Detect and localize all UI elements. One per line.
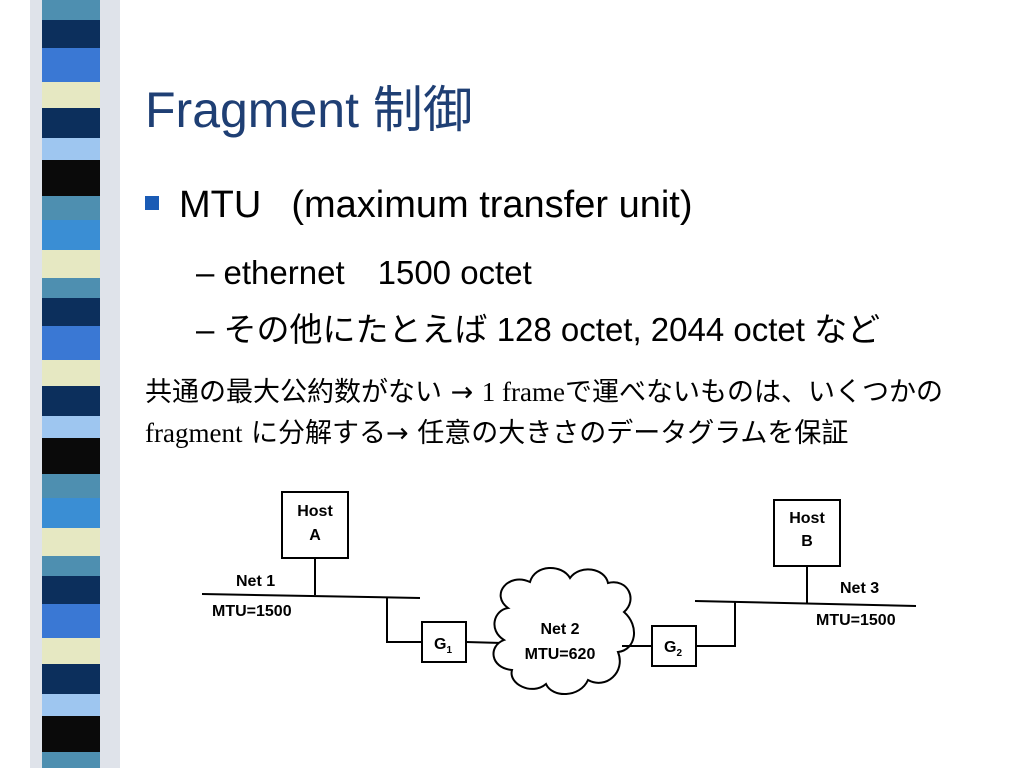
net2-mtu: MTU=620 [525,646,596,663]
stripe-block [42,326,100,360]
bullet-mtu-label: MTU [179,184,262,226]
note-part: で運べないものは、いくつかの [565,377,943,408]
stripe-block [42,196,100,220]
stripe-block [42,386,100,416]
g1-label: G1 [434,636,452,656]
stripe-block [42,360,100,386]
stripe-block [42,752,100,768]
stripe-block [42,48,100,82]
square-bullet-icon [145,195,159,210]
stripe-block [42,278,100,298]
host-b-box [773,499,841,567]
sub-bullet-text: その他にたとえば 128 octet, 2044 octet など [223,311,881,348]
stripe-block [42,498,100,528]
stripe-block [42,556,100,576]
net1-name: Net 1 [236,573,275,590]
slide-title: Fragment 制御 [145,82,473,138]
stripe-block [42,638,100,664]
sub-bullet-dash: – [196,311,215,348]
stripe-block [42,138,100,160]
net1-line [201,593,421,599]
net3-mtu: MTU=1500 [816,612,896,629]
net1-mtu: MTU=1500 [212,603,292,620]
host-a-label: A [309,527,321,544]
g2-label: G2 [664,639,682,659]
note-part: に分解する→ 任意の大きさのデータグラムを保証 [242,418,849,449]
network-diagram: Host A Host B Net 1 MTU=1500 Net 2 MTU=6… [201,491,917,695]
stripe-block [42,160,100,196]
stripe-block [42,82,100,108]
stripe-block [42,20,100,48]
stripe-block [42,438,100,474]
stripe-block [42,416,100,438]
note-part: 1 frame [481,377,565,407]
net3-line [694,600,917,607]
stripe-block [42,220,100,250]
bullet-mtu-expansion: (maximum transfer unit) [291,184,693,226]
net3-name: Net 3 [840,580,879,597]
sub-bullet-other: – その他にたとえば 128 octet, 2044 octet など [196,303,880,351]
stripe-block [42,694,100,716]
sub-bullet-ethernet: – ethernet 1500 octet [196,246,532,294]
host-b-label: Host [789,510,825,527]
stripe-block [42,528,100,556]
stripe-block [42,298,100,326]
stripe-block [42,664,100,694]
note-paragraph: 共通の最大公約数がない → 1 frameで運べないものは、いくつかの frag… [145,372,1020,454]
bullet-mtu: MTU (maximum transfer unit) [145,184,693,227]
stripe-block [42,716,100,752]
note-part: 共通の最大公約数がない → [145,377,482,408]
decorative-stripe [30,0,120,768]
host-b-label: B [801,533,813,550]
sub-bullet-text: ethernet 1500 octet [223,254,532,291]
net2-name: Net 2 [540,621,579,638]
host-a-box [281,491,349,559]
stripe-block [42,474,100,498]
sub-bullet-dash: – [196,254,215,291]
net2-cloud [492,567,635,695]
note-part: fragment [145,418,243,448]
stripe-block [42,108,100,138]
stripe-block [42,250,100,278]
stripe-block [42,0,100,20]
host-a-label: Host [297,503,333,520]
stripe-block [42,576,100,604]
stripe-block [42,604,100,638]
